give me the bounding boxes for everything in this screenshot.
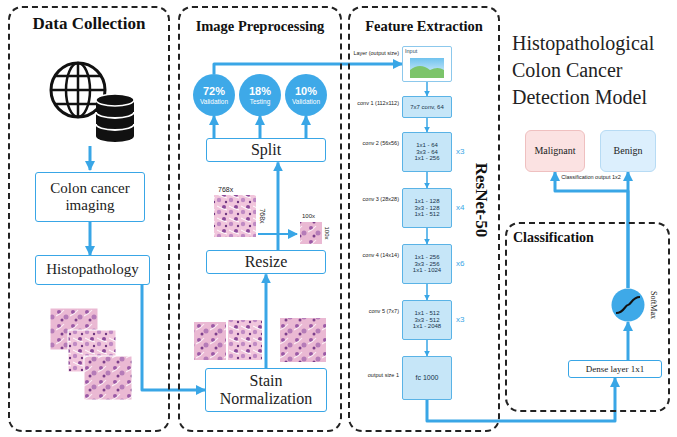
layer-block: fc 1000	[402, 356, 452, 400]
node-label: Stain Normalization	[209, 372, 323, 409]
normalized-images	[194, 318, 326, 362]
diagram-title: Histopathological Colon Cancer Detection…	[512, 30, 674, 111]
split-circle: 18%Testing	[239, 74, 281, 116]
node-label: Input	[405, 48, 417, 54]
dimension-label: 100x	[324, 226, 331, 239]
repeat-count: x3	[456, 315, 464, 324]
node-label: 1x1 - 2048	[413, 323, 441, 330]
flow-arrow	[265, 274, 268, 368]
layer-block: 1x1 - 1283x3 - 1281x1 - 512	[402, 188, 452, 228]
flow-arrow	[142, 285, 205, 390]
node-label: 3x3 - 256	[414, 261, 439, 268]
node-label: 1x1 - 512	[414, 310, 439, 317]
flow-arrow	[426, 284, 428, 300]
flow-arrow	[277, 162, 280, 250]
flow-arrow	[89, 146, 92, 170]
node-label: Split	[251, 141, 281, 159]
node-label: Colon cancer imaging	[39, 180, 141, 215]
dashed-panel: ClassificationDense layer 1x1 SoftMax	[505, 222, 670, 412]
layer-block: 1x1 - 5123x3 - 5121x1 - 2048	[402, 300, 452, 340]
node-label: 10%	[295, 85, 317, 98]
node-label: 18%	[249, 85, 271, 98]
node-label: 3x3 - 512	[414, 317, 439, 324]
panel-heading: Feature Extraction	[348, 18, 500, 35]
node-label: Malignant	[534, 145, 575, 157]
flow-arrow	[426, 118, 428, 132]
resized-images	[214, 195, 322, 244]
node-label: Validation	[200, 98, 228, 105]
dimension-label: 768x	[258, 208, 266, 223]
output-label: Classification output 1x2	[561, 174, 621, 180]
node-label: Resize	[245, 253, 288, 271]
node-label: 1x1 - 256	[414, 155, 439, 162]
node-label: 3x3 - 128	[414, 205, 439, 212]
layer-size-label: conv 1 (112x112)	[353, 100, 399, 106]
node-label: 1x1 - 128	[414, 198, 439, 205]
layer-block: 1x1 - 643x3 - 641x1 - 256	[402, 132, 452, 172]
node-label: Validation	[292, 98, 320, 105]
flow-arrow	[89, 222, 92, 255]
node-label: 1x1 - 256	[414, 254, 439, 261]
flow-arrow	[427, 378, 615, 421]
process-box: Colon cancer imaging	[35, 172, 145, 222]
panel-heading: Data Collection	[8, 14, 170, 34]
flow-arrow	[426, 340, 428, 356]
dimension-label: 768x	[218, 186, 233, 194]
function-label: SoftMax	[648, 291, 657, 319]
process-box: Split	[206, 138, 326, 162]
histology-images	[50, 308, 132, 400]
layer-size-label: output size 1	[353, 372, 399, 378]
softmax-shape	[611, 288, 645, 322]
process-box: Stain Normalization	[205, 368, 327, 412]
layer-size-label: conv 2 (56x56)	[353, 140, 399, 146]
node-label: 7x7 conv, 64	[410, 104, 444, 111]
layer-size-label: conv 3 (28x28)	[353, 196, 399, 202]
node-label: 1x1 - 1024	[413, 267, 441, 274]
panel-heading: Image Preprocessing	[178, 18, 342, 35]
process-box: Resize	[206, 250, 326, 274]
layer-size-label: conv 4 (14x14)	[353, 252, 399, 258]
flow-arrow	[213, 116, 216, 138]
node-label: Dense layer 1x1	[586, 364, 644, 374]
flow-arrow	[259, 116, 262, 138]
split-circle: 72%Validation	[193, 74, 235, 116]
flow-arrow	[627, 172, 630, 288]
repeat-count: x4	[456, 203, 464, 212]
panel-heading: Classification	[513, 230, 633, 246]
model-name: ResNet-50	[471, 163, 491, 238]
softmax-circle: SoftMax	[611, 288, 645, 322]
class-box: Malignant	[525, 130, 585, 172]
node-label: fc 1000	[416, 374, 439, 382]
flow-arrow	[426, 82, 428, 96]
node-label: Histopathology	[46, 261, 139, 278]
class-box: Benign	[600, 130, 656, 172]
database-icon	[96, 94, 134, 142]
layer-size-label: Layer (output size)	[353, 50, 399, 56]
process-box: Histopathology	[35, 255, 150, 285]
node-label: 1x1 - 512	[414, 211, 439, 218]
layer-size-label: conv 5 (7x7)	[353, 308, 399, 314]
split-circle: 10%Validation	[285, 74, 327, 116]
node-label: 72%	[203, 85, 225, 98]
layer-block: 7x7 conv, 64	[402, 96, 452, 118]
node-label: 1x1 - 64	[416, 142, 438, 149]
flow-arrow	[426, 228, 428, 244]
repeat-count: x6	[456, 259, 464, 268]
input-layer: Input	[402, 46, 452, 82]
dashed-panel: Data CollectionColon cancer imagingHisto…	[8, 6, 170, 432]
flow-arrow	[214, 64, 402, 74]
node-label: Benign	[614, 145, 643, 157]
layer-block: 1x1 - 2563x3 - 2561x1 - 1024	[402, 244, 452, 284]
flow-arrow	[426, 172, 428, 188]
node-label: Testing	[250, 98, 271, 105]
dimension-label: 100x	[302, 213, 315, 220]
dashed-panel: Feature ExtractionResNet-50 Input 7x7 conv…	[348, 6, 500, 432]
process-box: Dense layer 1x1	[568, 360, 662, 378]
input-image	[410, 58, 444, 78]
flow-arrow	[627, 322, 630, 360]
flow-arrow	[305, 116, 308, 138]
node-label: 3x3 - 64	[416, 149, 438, 156]
repeat-count: x3	[456, 147, 464, 156]
